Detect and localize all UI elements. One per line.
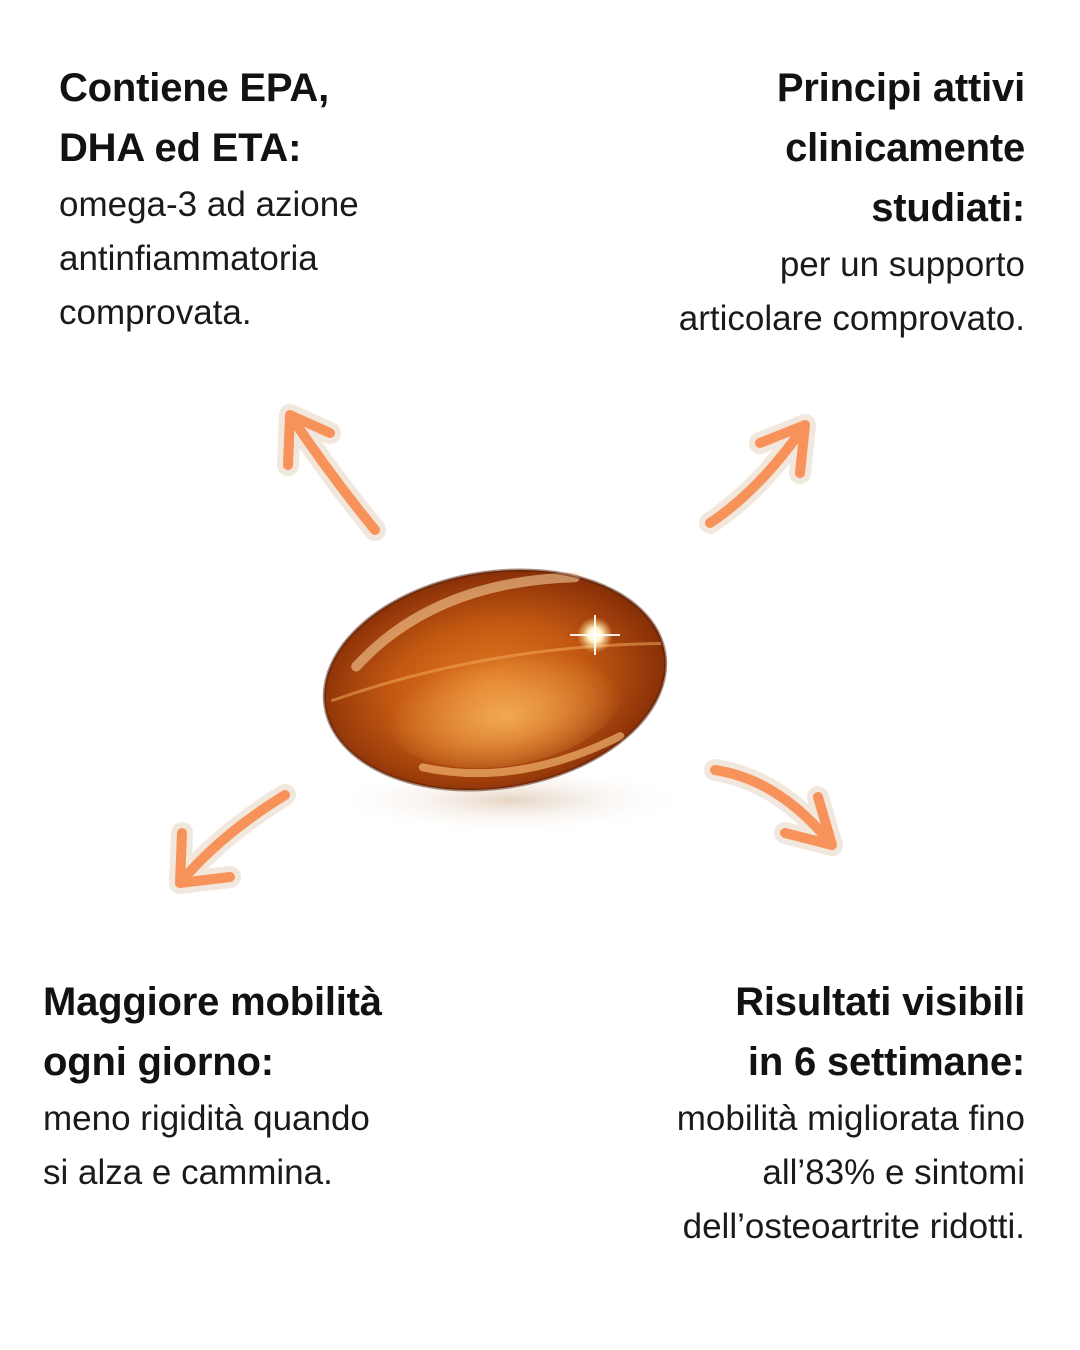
heading-line: ogni giorno:: [43, 1040, 274, 1084]
benefit-description: omega-3 ad azione antinfiammatoria compr…: [59, 178, 479, 340]
benefit-description: meno rigidità quando si alza e cammina.: [43, 1092, 483, 1200]
heading-line: Principi attivi: [776, 66, 1025, 110]
heading-line: DHA ed ETA:: [59, 126, 302, 170]
benefit-heading: Contiene EPA, DHA ed ETA:: [59, 58, 479, 178]
benefit-heading: Maggiore mobilità ogni giorno:: [43, 972, 483, 1092]
softgel-capsule: [322, 568, 668, 792]
arrow-up-right-icon: [699, 414, 816, 534]
benefit-description: per un supporto articolare comprovato.: [565, 238, 1025, 346]
body-line: all’83% e sintomi: [762, 1153, 1025, 1192]
heading-line: Contiene EPA,: [59, 66, 330, 110]
body-line: articolare comprovato.: [678, 299, 1025, 338]
capsule-svg: [169, 404, 843, 894]
arrow-down-right-icon: [704, 759, 843, 856]
body-line: si alza e cammina.: [43, 1153, 333, 1192]
heading-line: studiati:: [871, 186, 1025, 230]
body-line: mobilità migliorata fino: [676, 1099, 1025, 1138]
benefit-clinical-ingredients: Principi attivi clinicamente studiati: p…: [565, 58, 1025, 346]
benefit-epa-dha-eta: Contiene EPA, DHA ed ETA: omega-3 ad azi…: [59, 58, 479, 340]
benefit-heading: Principi attivi clinicamente studiati:: [565, 58, 1025, 238]
benefit-heading: Risultati visibili in 6 settimane:: [545, 972, 1025, 1092]
benefit-mobility: Maggiore mobilità ogni giorno: meno rigi…: [43, 972, 483, 1200]
benefit-description: mobilità migliorata fino all’83% e sinto…: [545, 1092, 1025, 1254]
body-line: comprovata.: [59, 293, 252, 332]
heading-line: Maggiore mobilità: [43, 980, 382, 1024]
heading-line: Risultati visibili: [735, 980, 1025, 1024]
body-line: meno rigidità quando: [43, 1099, 370, 1138]
capsule-illustration: [120, 345, 860, 945]
body-line: omega-3 ad azione: [59, 185, 359, 224]
benefit-visible-results: Risultati visibili in 6 settimane: mobil…: [545, 972, 1025, 1254]
heading-line: in 6 settimane:: [747, 1040, 1025, 1084]
heading-line: clinicamente: [785, 126, 1025, 170]
arrow-down-left-icon: [169, 784, 296, 894]
body-line: antinfiammatoria: [59, 239, 318, 278]
body-line: dell’osteoartrite ridotti.: [682, 1207, 1025, 1246]
capsule-sparkle: [570, 615, 620, 655]
body-line: per un supporto: [779, 245, 1025, 284]
arrow-up-left-icon: [277, 404, 386, 541]
